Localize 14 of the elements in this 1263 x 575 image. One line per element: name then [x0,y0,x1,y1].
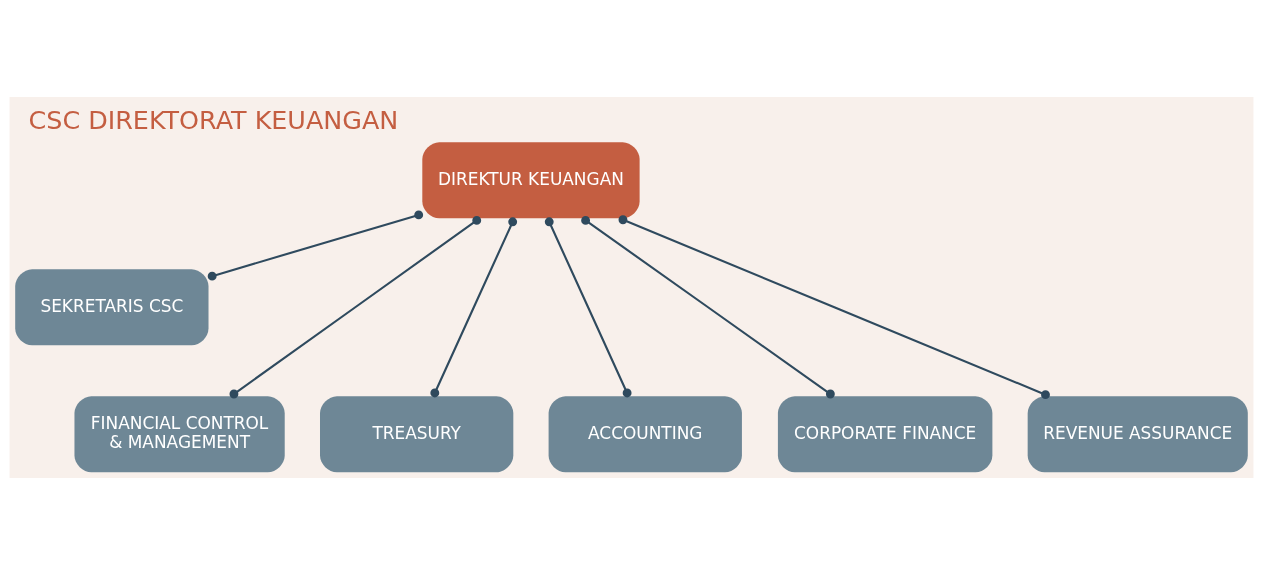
connector [581,215,835,399]
connector [544,217,632,398]
diagram-title: CSC DIREKTORAT KEUANGAN [28,104,399,135]
connector [207,210,424,281]
node-box: DIREKTUR KEUANGAN [422,142,640,219]
node-box: TREASURY [320,396,514,473]
node-box: SEKRETARIS CSC [15,269,209,346]
node-box: ACCOUNTING [548,396,742,473]
node-box: FINANCIAL CONTROL & MANAGEMENT [74,396,285,473]
node-box: CORPORATE FINANCE [777,396,993,473]
connector [618,215,1050,400]
connector [430,217,518,398]
node-box: REVENUE ASSURANCE [1027,396,1248,473]
connector [229,216,482,399]
